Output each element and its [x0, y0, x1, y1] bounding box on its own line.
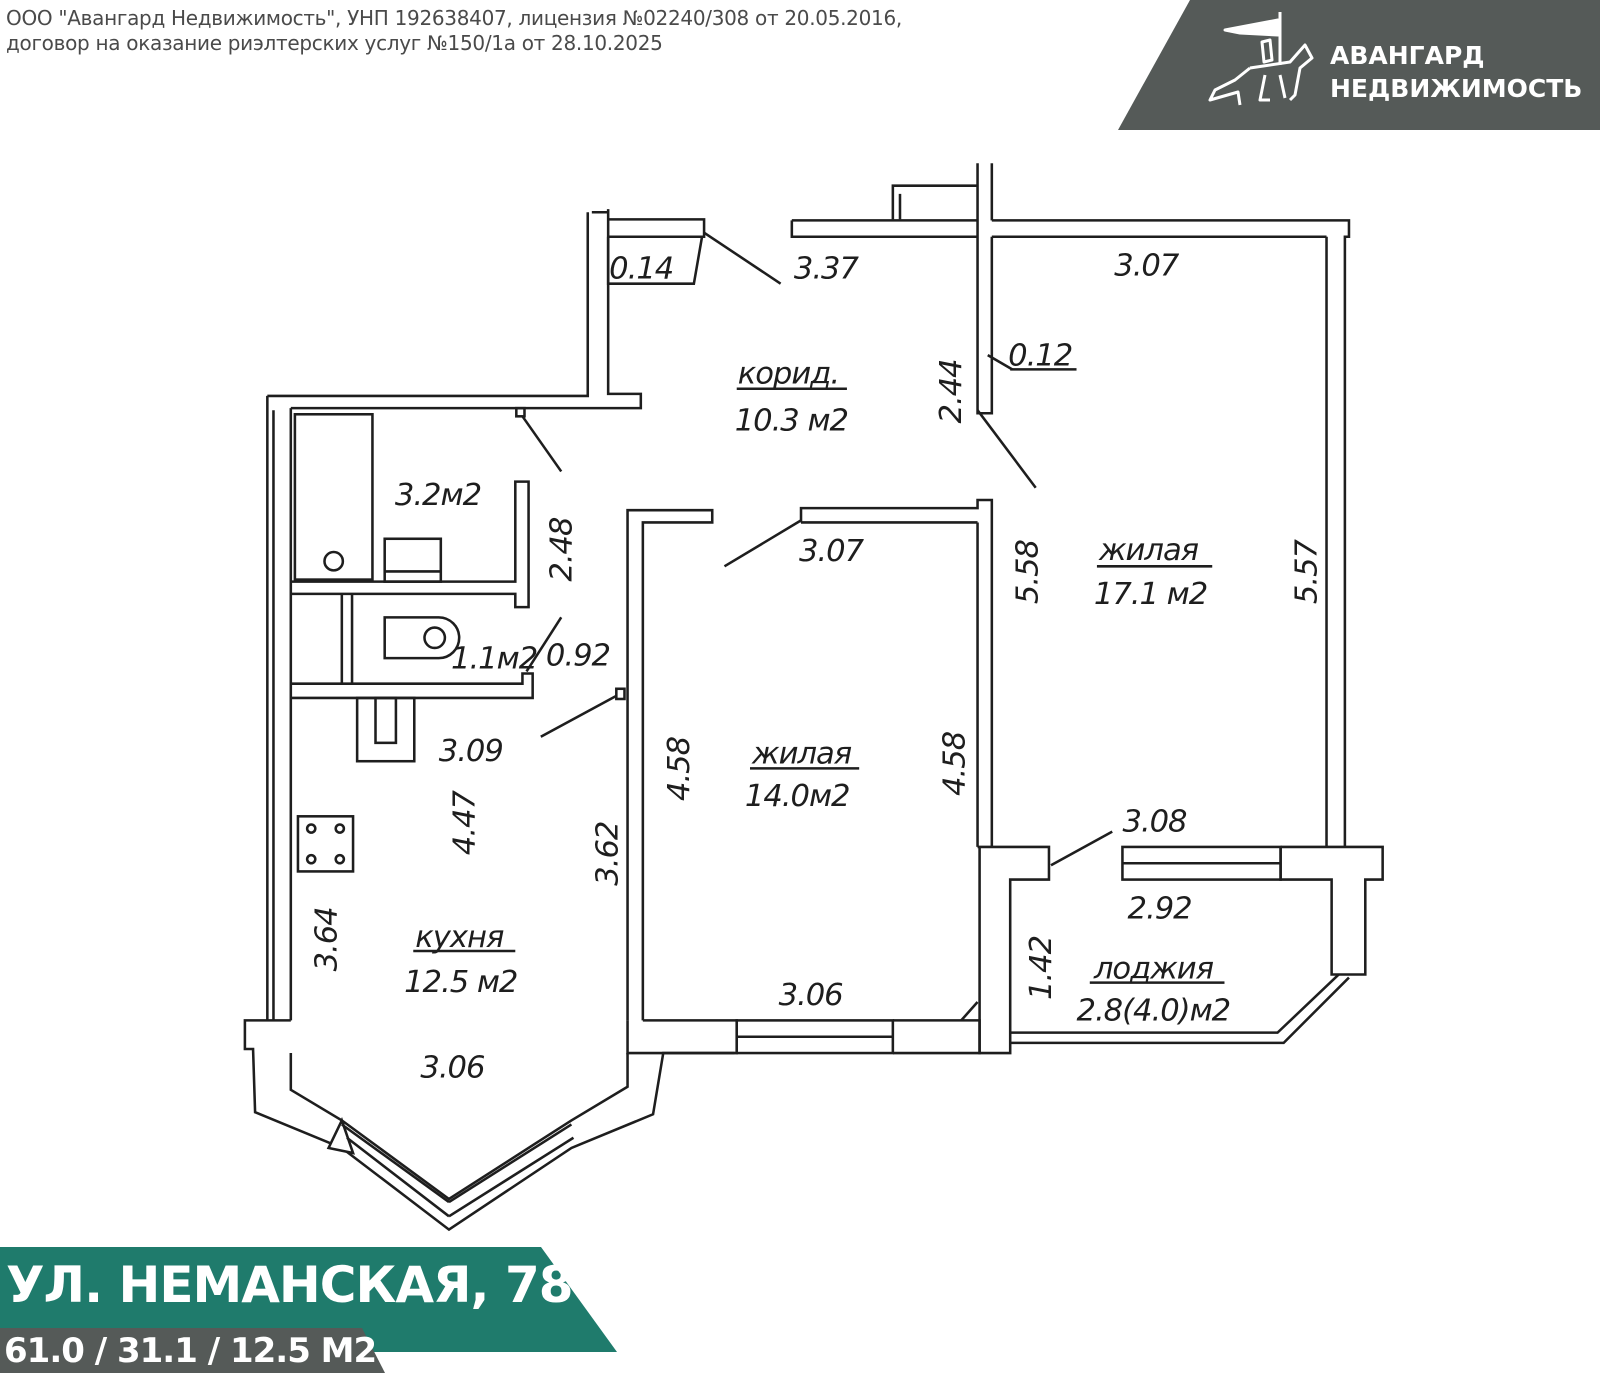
- walls-entrance: [267, 209, 706, 410]
- wc-area: 1.1м2: [451, 641, 537, 676]
- dim-corridor-side: 2.44: [934, 359, 969, 423]
- dim-living-small-right: 4.58: [937, 731, 972, 796]
- corridor-name: корид.: [738, 357, 839, 392]
- areas-banner-background: [0, 1328, 385, 1373]
- living-small-name: жилая: [751, 736, 852, 771]
- dim-living-large-top: 3.07: [1114, 249, 1180, 284]
- dim-wc-width: 0.92: [546, 638, 610, 673]
- dim-bath-side: 2.48: [544, 517, 579, 582]
- kitchen-name: кухня: [415, 920, 504, 955]
- dim-loggia-width: 2.92: [1128, 891, 1192, 926]
- legal-info: ООО "Авангард Недвижимость", УНП 1926384…: [6, 6, 902, 56]
- dim-living-small-top: 3.07: [799, 534, 865, 569]
- area-summary: 61.0 / 31.1 / 12.5 М2: [4, 1331, 377, 1371]
- living-small-area: 14.0м2: [745, 779, 850, 814]
- dim-kitchen-right: 3.62: [590, 822, 625, 886]
- legal-line-1: ООО "Авангард Недвижимость", УНП 1926384…: [6, 6, 902, 30]
- room-name-underlines: [413, 387, 1225, 984]
- dim-living-small-bottom: 3.06: [779, 978, 844, 1013]
- dim-kitchen-mid: 4.47: [447, 789, 482, 855]
- corridor-area: 10.3 м2: [735, 404, 848, 439]
- walls-loggia: [977, 830, 1384, 1055]
- logo-banner: АВАНГАРД НЕДВИЖИМОСТЬ: [1118, 0, 1600, 130]
- bathroom-area: 3.2м2: [395, 478, 481, 513]
- dim-kitchen-bottom: 3.06: [420, 1051, 485, 1086]
- address-banner: [0, 1247, 617, 1373]
- logo-line-2: НЕДВИЖИМОСТЬ: [1330, 74, 1582, 103]
- dim-living-large-bottom: 3.08: [1122, 805, 1187, 840]
- dim-kitchen-top: 3.09: [439, 734, 503, 769]
- dim-kitchen-left: 3.64: [310, 907, 345, 971]
- dim-corridor-top: 3.37: [794, 252, 860, 287]
- walls-bedroom-small: [540, 409, 1037, 1055]
- dim-partition: 0.12: [1008, 338, 1072, 373]
- loggia-name: лоджия: [1093, 952, 1214, 987]
- knight-on-horse-icon: [1208, 12, 1314, 106]
- dim-living-small-left: 4.58: [662, 736, 697, 801]
- walls-kitchen-bay: [243, 815, 735, 1232]
- dim-niche: 0.14: [609, 252, 673, 287]
- address-banner-background: [0, 1247, 617, 1352]
- dim-living-large-right: 5.57: [1289, 538, 1324, 604]
- logo-line-1: АВАНГАРД: [1330, 41, 1485, 70]
- kitchen-area: 12.5 м2: [404, 965, 517, 1000]
- legal-line-2: договор на оказание риэлтерских услуг №1…: [6, 31, 663, 55]
- living-large-name: жилая: [1098, 533, 1199, 568]
- dim-living-large-left: 5.58: [1011, 539, 1046, 604]
- walls-top-right: [703, 163, 1351, 847]
- loggia-area: 2.8(4.0)м2: [1077, 993, 1231, 1028]
- living-large-area: 17.1 м2: [1094, 577, 1207, 612]
- address-title: УЛ. НЕМАНСКАЯ, 78: [6, 1256, 574, 1314]
- dim-loggia-depth: 1.42: [1024, 936, 1059, 1000]
- bathroom-fixtures: [290, 406, 563, 763]
- walls-left: [266, 395, 293, 1021]
